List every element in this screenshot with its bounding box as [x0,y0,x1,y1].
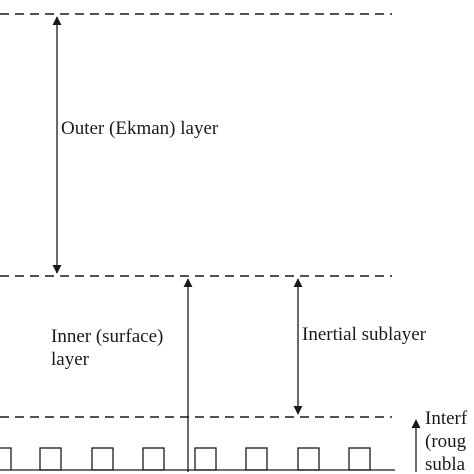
roughness-element [142,447,165,471]
outer-layer-label: Outer (Ekman) layer [61,118,219,139]
roughness-element [0,447,12,470]
inner-layer-label-line2: layer [51,349,90,370]
roughness-element [245,447,268,471]
interfacial-label-line1: Interf [425,408,468,429]
roughness-element [297,447,320,471]
roughness-element [39,447,62,471]
roughness-element [194,447,217,471]
inner-layer-label-line1: Inner (surface) [51,326,163,347]
surface-roughness-elements [0,447,395,471]
interfacial-label-line2: (roug [425,431,467,452]
roughness-element [348,447,371,471]
interfacial-label-line3: subla [425,454,466,474]
roughness-element [91,447,114,471]
inertial-sublayer-label: Inertial sublayer [302,324,427,345]
